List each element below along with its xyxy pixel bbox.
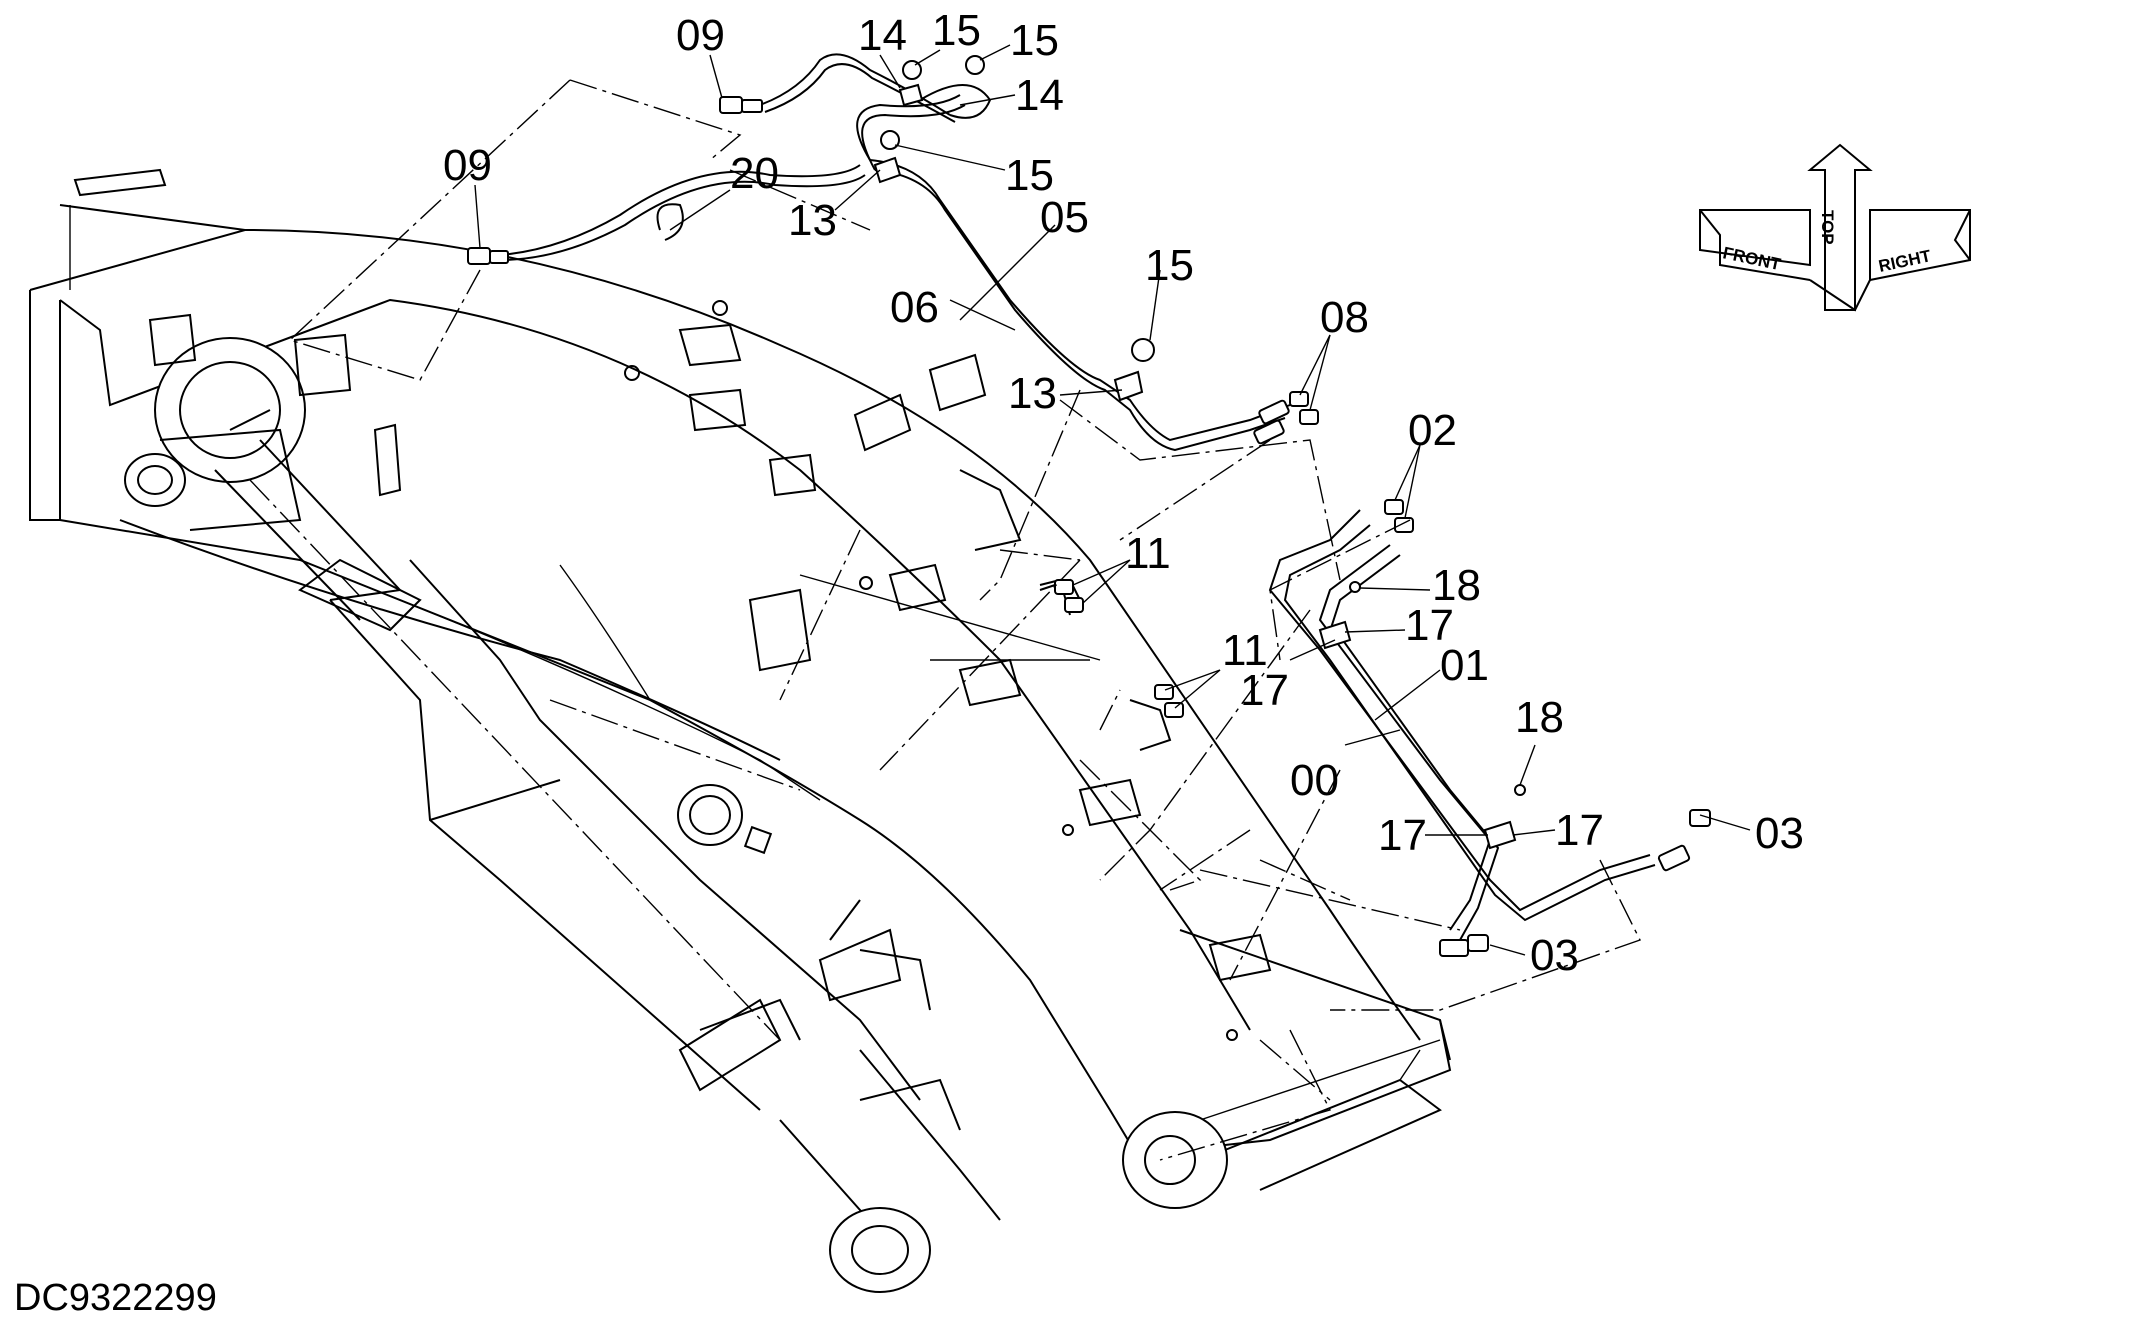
orientation-indicator: FRONT TOP RIGHT (1699, 143, 1971, 312)
nut-15-b (965, 55, 985, 75)
fittings (467, 55, 1711, 957)
fitting-02-a (1384, 499, 1404, 515)
nut-15-a (902, 60, 922, 80)
callout-17-lower-right: 17 (1555, 806, 1604, 855)
callout-01: 01 (1440, 641, 1489, 690)
clamp-13-mid (1113, 370, 1144, 402)
callout-03-lower: 03 (1530, 931, 1579, 980)
bolt-18-a (1349, 581, 1361, 593)
drawing-code: DC9322299 (14, 1277, 217, 1319)
clamp-17-upper (1318, 620, 1352, 650)
callout-20: 20 (730, 149, 779, 198)
callout-09-left: 09 (443, 141, 492, 190)
callout-03-right: 03 (1755, 809, 1804, 858)
fitting-03-right (1657, 844, 1691, 872)
clamp-17-lower (1483, 820, 1517, 850)
nut-15-d (1131, 338, 1155, 362)
callout-15-upper-right: 15 (1010, 16, 1059, 65)
callout-15-top: 15 (932, 6, 981, 55)
leader-lines (474, 44, 1751, 956)
fitting-03-lower (1439, 939, 1469, 957)
callout-17-upper-left: 17 (1240, 666, 1289, 715)
fitting-08-b (1299, 409, 1319, 425)
callout-14-right: 14 (1015, 71, 1064, 120)
fitting-09-left (467, 247, 491, 265)
boom-mid-boss (677, 784, 743, 846)
top-arrow-icon (1807, 143, 1873, 311)
callout-08: 08 (1320, 293, 1369, 342)
callout-11-lower: 11 (1222, 626, 1268, 675)
front-arrow-icon (1699, 209, 1811, 267)
callouts: 09 14 15 15 14 09 20 15 13 05 06 15 08 1… (443, 6, 1804, 980)
pipe-brackets (148, 300, 1272, 1041)
fitting-08-a (1289, 391, 1309, 407)
callout-18-upper: 18 (1432, 561, 1481, 610)
callout-06: 06 (890, 283, 939, 332)
callout-14-top: 14 (858, 11, 907, 60)
fitting-11-b (1154, 684, 1174, 700)
orientation-top-label: TOP (1818, 210, 1837, 245)
fitting-09-top (719, 96, 743, 114)
callout-09-top: 09 (676, 11, 725, 60)
callout-11-upper: 11 (1125, 529, 1171, 578)
boom-cylinder (124, 409, 1001, 1293)
phantom-lines (249, 79, 1641, 1101)
callout-17-lower-left: 17 (1378, 811, 1427, 860)
callout-18-lower: 18 (1515, 693, 1564, 742)
callout-13-mid: 13 (1008, 369, 1057, 418)
callout-13-top: 13 (788, 196, 837, 245)
callout-02: 02 (1408, 406, 1457, 455)
nut-15-c (880, 130, 900, 150)
clamp-14 (898, 83, 924, 107)
fitting-11-a (1054, 579, 1074, 595)
callout-15-right: 15 (1145, 241, 1194, 290)
callout-15-mid: 15 (1005, 151, 1054, 200)
cylinder-rod-eye (829, 1207, 931, 1293)
fitting-02-b (1394, 517, 1414, 533)
orientation-right-label: RIGHT (1877, 246, 1933, 276)
clamp-13-top (873, 156, 902, 184)
boom-body (29, 168, 1452, 1209)
cylinder-head-eye (124, 453, 186, 507)
boom-tip-boss (1122, 1111, 1228, 1209)
hose-lines (499, 53, 1656, 941)
callout-17-upper-right: 17 (1405, 601, 1454, 650)
callout-00: 00 (1290, 756, 1339, 805)
callout-05: 05 (1040, 193, 1089, 242)
bolt-18-b (1514, 784, 1526, 796)
boom-foot-boss (154, 337, 306, 483)
